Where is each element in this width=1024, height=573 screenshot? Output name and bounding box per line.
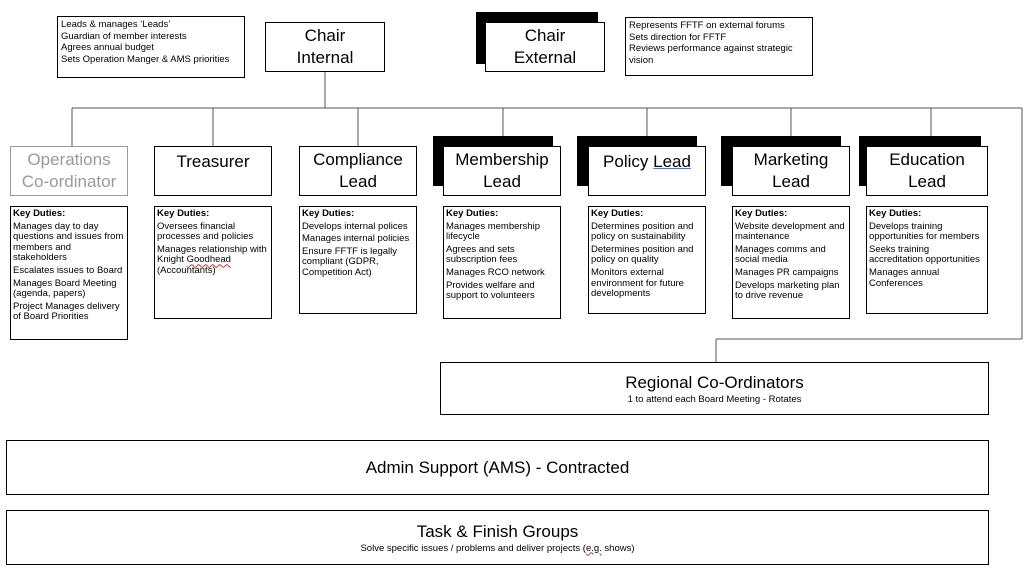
- duty-item: Project Manages delivery of Board Priori…: [13, 300, 120, 323]
- external-note: Represents FFTF on external forums: [629, 20, 785, 31]
- duty-item: Seeks training accreditation opportuniti…: [869, 243, 980, 266]
- duties-heading: Key Duties:: [591, 208, 644, 219]
- internal-note: Leads & manages ‘Leads’: [61, 19, 171, 30]
- duties-heading: Key Duties:: [446, 208, 499, 219]
- treasurer-box: Treasurer: [154, 146, 272, 196]
- external-note: Reviews performance against strategic vi…: [629, 43, 793, 66]
- duty-item: Agrees and sets subscription fees: [446, 243, 518, 266]
- duty-item: Manages membership lifecycle: [446, 220, 540, 243]
- internal-note: Guardian of member interests: [61, 30, 187, 42]
- duty-item: Manages relationship with Knight Goodhea…: [157, 243, 269, 277]
- duty-item: Manages annual Conferences: [869, 266, 940, 289]
- compliance-duties: Key Duties: Develops internal polices Ma…: [299, 206, 417, 314]
- duty-item: Manages comms and social media: [735, 243, 826, 266]
- chair-internal-notes: Leads & manages ‘Leads’ Guardian of memb…: [57, 16, 245, 78]
- task-subtitle-text: Solve specific issues / problems and del…: [360, 542, 586, 554]
- duty-item: Monitors external environment for future…: [591, 266, 684, 300]
- regional-coordinators-box: Regional Co-Ordinators 1 to attend each …: [440, 362, 989, 415]
- duty-item: Manages PR campaigns: [735, 266, 839, 278]
- duties-heading: Key Duties:: [735, 208, 788, 219]
- regional-title: Regional Co-Ordinators: [625, 372, 804, 392]
- duty-text-underlined: Goodhead: [186, 254, 231, 266]
- duty-item: Website development and maintenance: [735, 220, 845, 243]
- duties-heading: Key Duties:: [13, 208, 66, 219]
- duty-item: Escalates issues to Board: [13, 264, 123, 276]
- membership-line1: Membership: [455, 150, 549, 169]
- membership-lead-box: Membership Lead: [443, 146, 561, 196]
- treasurer-duties: Key Duties: Oversees financial processes…: [154, 206, 272, 319]
- operations-line1: Operations: [27, 150, 111, 169]
- duty-item: Manages Board Meeting (agenda, papers): [13, 277, 117, 300]
- duty-item: Manages day to day questions and issues …: [13, 220, 124, 264]
- chair-internal-line2: Internal: [296, 48, 354, 67]
- admin-title: Admin Support (AMS) - Contracted: [365, 457, 630, 477]
- duties-heading: Key Duties:: [302, 208, 355, 219]
- membership-duties: Key Duties: Manages membership lifecycle…: [443, 206, 561, 319]
- operations-duties: Key Duties: Manages day to day questions…: [10, 206, 128, 340]
- education-lead-box: Education Lead: [866, 146, 988, 196]
- task-subtitle: Solve specific issues / problems and del…: [360, 543, 634, 555]
- external-note: Sets direction for FFTF: [629, 31, 727, 43]
- regional-subtitle: 1 to attend each Board Meeting - Rotates: [627, 393, 802, 405]
- admin-support-box: Admin Support (AMS) - Contracted: [6, 440, 989, 495]
- policy-line1-underlined: Lead: [653, 152, 691, 171]
- duties-heading: Key Duties:: [869, 208, 922, 219]
- chair-internal-box: Chair Internal: [265, 22, 385, 72]
- duty-item: Determines position and policy on qualit…: [591, 243, 694, 266]
- chair-external-line2: External: [513, 48, 577, 67]
- operations-coordinator-box: Operations Co-ordinator: [10, 146, 128, 196]
- duty-item: Determines position and policy on sustai…: [591, 220, 694, 243]
- treasurer-line1: Treasurer: [176, 152, 250, 171]
- duty-text: (Accountants): [157, 264, 216, 276]
- compliance-lead-box: Compliance Lead: [299, 146, 417, 196]
- marketing-line1: Marketing: [753, 150, 829, 169]
- duty-item: Provides welfare and support to voluntee…: [446, 279, 535, 302]
- duty-item: Ensure FFTF is legally compliant (GDPR, …: [302, 245, 398, 278]
- internal-note: Sets Operation Manger & AMS priorities: [61, 53, 230, 65]
- policy-line1: Policy: [603, 152, 654, 171]
- chair-external-line1: Chair: [524, 26, 566, 45]
- education-line1: Education: [889, 150, 965, 169]
- duty-item: Manages internal policies: [302, 233, 410, 245]
- compliance-line1: Compliance: [313, 150, 403, 169]
- internal-note: Agrees annual budget: [61, 42, 154, 53]
- duty-item: Develops internal polices: [302, 220, 408, 232]
- duty-item: Develops marketing plan to drive revenue: [735, 279, 840, 302]
- task-finish-box: Task & Finish Groups Solve specific issu…: [6, 510, 989, 565]
- marketing-duties: Key Duties: Website development and main…: [732, 206, 850, 319]
- duty-item: Develops training opportunities for memb…: [869, 220, 980, 243]
- task-subtitle-text: shows): [601, 542, 635, 554]
- marketing-lead-box: Marketing Lead: [732, 146, 850, 196]
- education-duties: Key Duties: Develops training opportunit…: [866, 206, 988, 314]
- duty-text: Manages relationship with Knight: [157, 243, 267, 266]
- policy-lead-box: Policy Lead: [588, 146, 706, 196]
- policy-duties: Key Duties: Determines position and poli…: [588, 206, 706, 314]
- task-title: Task & Finish Groups: [416, 521, 579, 541]
- chair-internal-line1: Chair: [304, 26, 346, 45]
- task-subtitle-underlined: e.g.: [585, 542, 602, 554]
- marketing-line2: Lead: [772, 172, 810, 191]
- chair-external-notes: Represents FFTF on external forums Sets …: [625, 17, 813, 76]
- duty-item: Oversees financial processes and policie…: [157, 220, 254, 243]
- operations-line2: Co-ordinator: [21, 172, 117, 191]
- duty-item: Manages RCO network: [446, 266, 545, 278]
- duties-heading: Key Duties:: [157, 208, 210, 219]
- chair-external-box: Chair External: [485, 22, 605, 72]
- membership-line2: Lead: [483, 172, 521, 191]
- compliance-line2: Lead: [339, 172, 377, 191]
- education-line2: Lead: [908, 172, 946, 191]
